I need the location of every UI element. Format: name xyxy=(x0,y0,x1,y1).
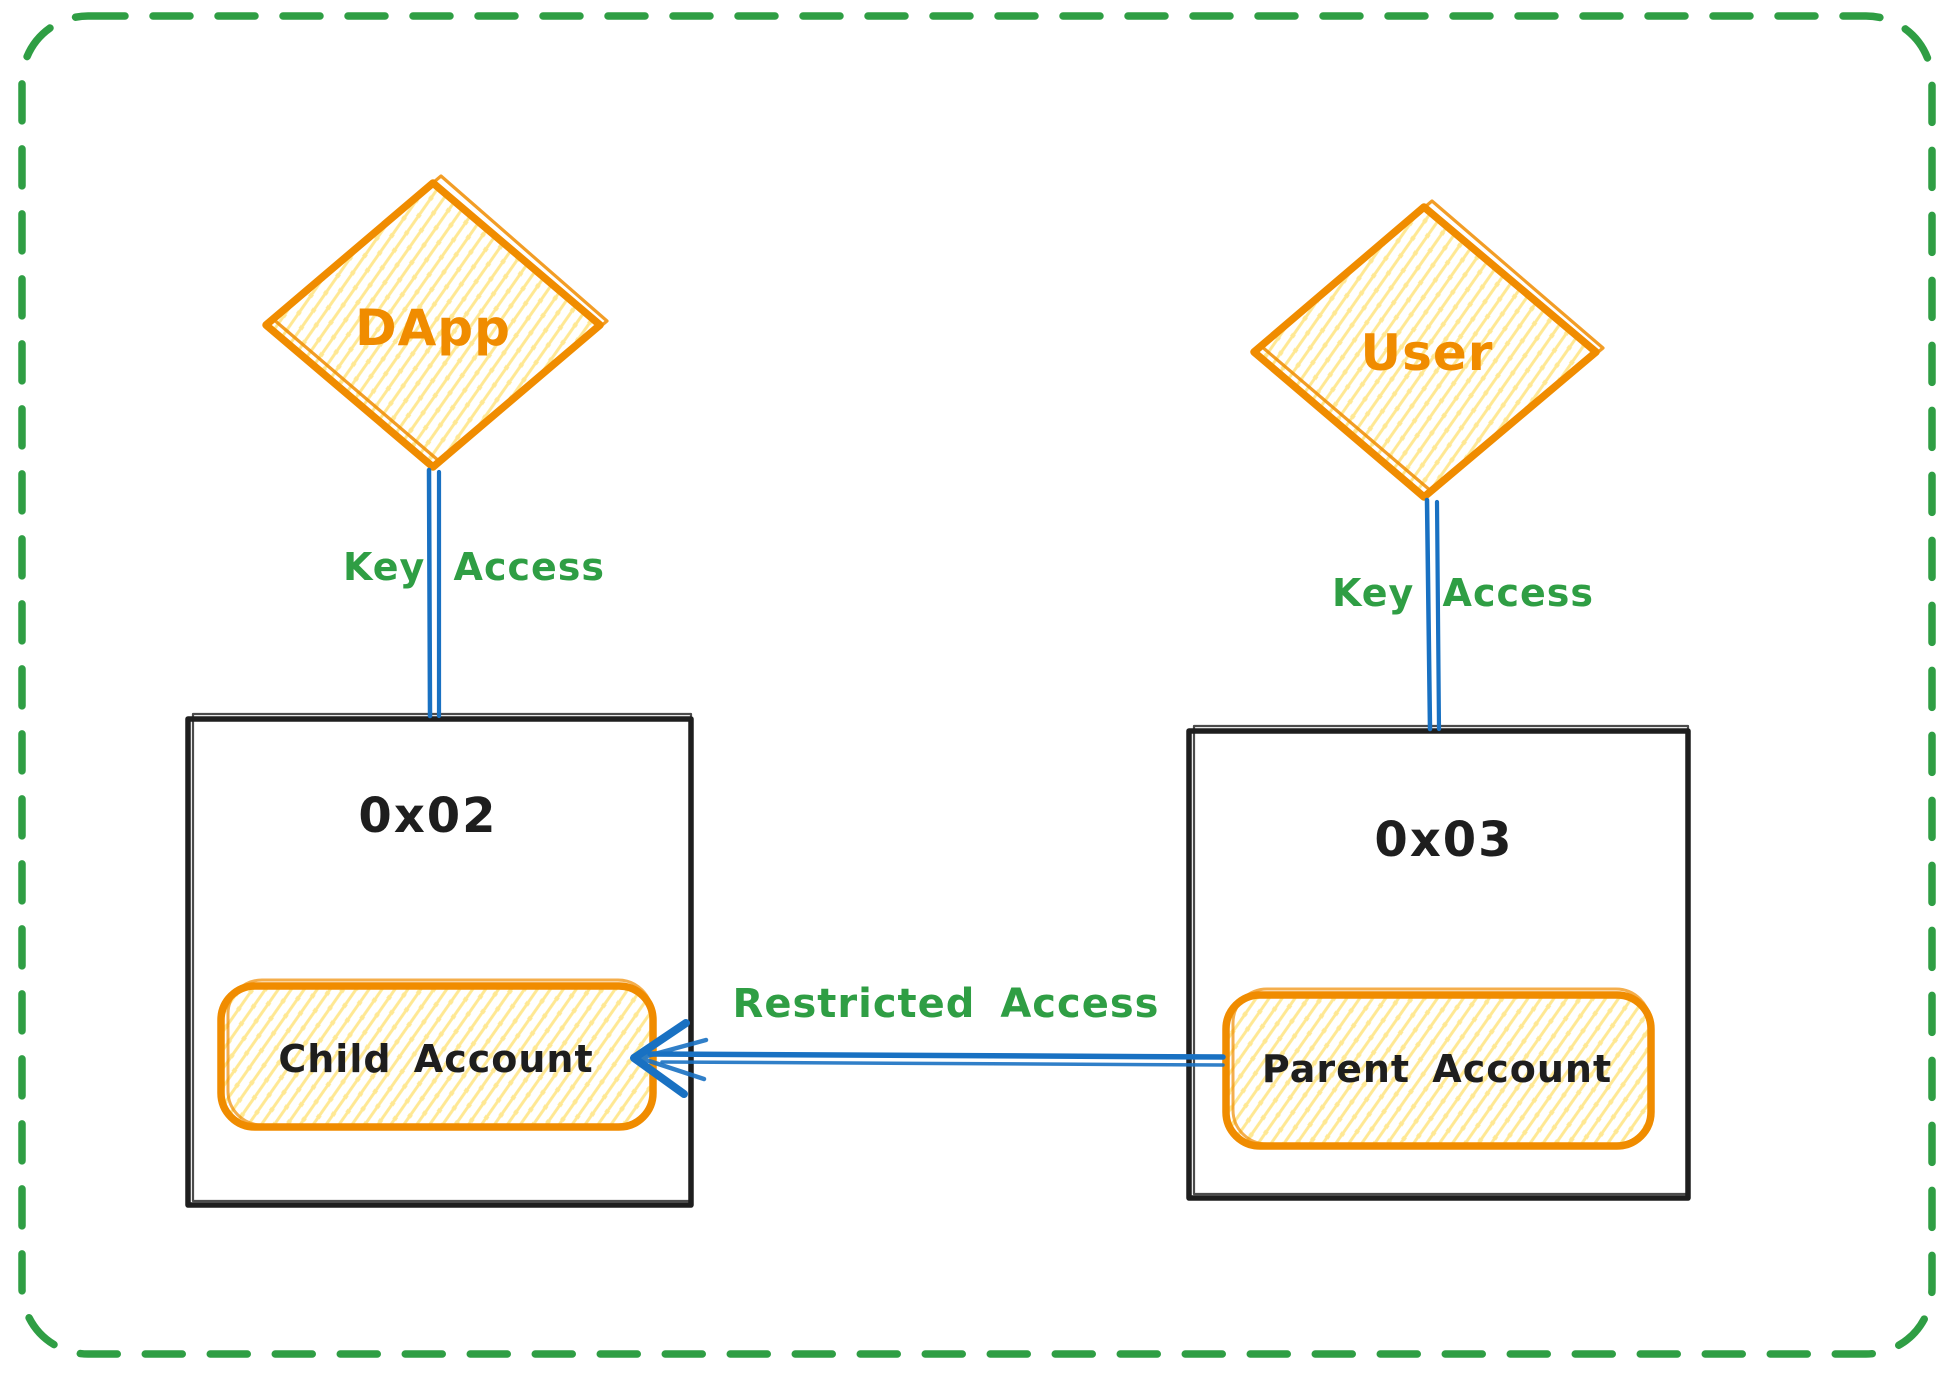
dapp-key-connector xyxy=(426,467,442,719)
account-box-0x02-sketch-line xyxy=(191,712,693,1203)
dapp-diamond-sketch-line xyxy=(271,174,609,463)
dapp-key-access-label: Key Access xyxy=(343,545,605,589)
parent-account-pill-sketch-line xyxy=(1231,987,1652,1146)
restricted-access-arrowhead xyxy=(630,1019,690,1098)
account-box-0x02: 0x02 xyxy=(185,712,694,1208)
parent-account-pill: Parent Account xyxy=(1222,987,1655,1150)
dapp-diamond: DApp xyxy=(262,174,609,471)
user-diamond-sketch-line xyxy=(1259,199,1605,493)
restricted-access-arrow xyxy=(630,1019,1226,1098)
child-account-pill: Child Account xyxy=(217,978,657,1131)
account-0x03-label: 0x03 xyxy=(1374,812,1513,868)
user-key-connector xyxy=(1424,497,1442,732)
user-key-access-label: Key Access xyxy=(1332,571,1594,615)
dapp-label: DApp xyxy=(355,299,511,357)
user-diamond: User xyxy=(1250,199,1605,501)
restricted-access-label: Restricted Access xyxy=(733,981,1160,1027)
diagram-border xyxy=(18,12,1936,1358)
account-0x02-label: 0x02 xyxy=(358,788,497,844)
parent-account-label: Parent Account xyxy=(1262,1047,1612,1091)
user-label: User xyxy=(1361,324,1494,382)
child-account-label: Child Account xyxy=(278,1037,593,1081)
